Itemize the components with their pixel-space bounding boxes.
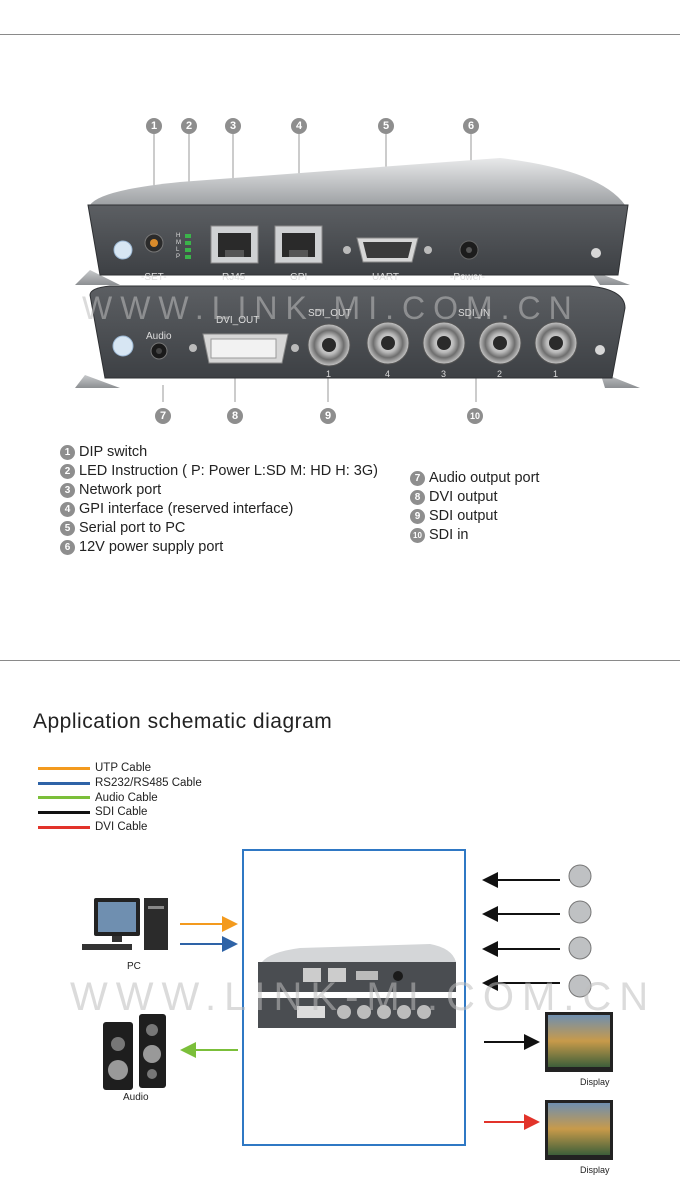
cable-legend-item: SDI Cable: [38, 805, 202, 820]
cable-legend-item: DVI Cable: [38, 820, 202, 835]
led-label-h: H: [176, 233, 181, 239]
legend-text: GPI interface (reserved interface): [79, 501, 294, 517]
callout-9: 9: [320, 408, 336, 424]
legend-item: 5 Serial port to PC: [60, 519, 378, 538]
callout-8: 8: [227, 408, 243, 424]
cable-swatch-audio: [38, 796, 90, 800]
set-label: -SET-: [141, 272, 167, 283]
sdi-in-port-1-number: 1: [553, 369, 559, 379]
legend-text: LED Instruction ( P: Power L:SD M: HD H:…: [79, 463, 378, 479]
audio-speakers-image: [103, 1014, 166, 1090]
display-image-1: [545, 1012, 613, 1072]
callout-10: 10: [467, 408, 483, 424]
callout-1: 1: [146, 118, 162, 134]
callout-6: 6: [463, 118, 479, 134]
legend-right: 7 Audio output port 8 DVI output 9 SDI outp…: [410, 469, 539, 545]
cable-legend-item: UTP Cable: [38, 761, 202, 776]
led-label-l: L: [176, 247, 180, 253]
legend-item: 9 SDI output: [410, 507, 539, 526]
legend-number: 5: [60, 521, 75, 536]
sdi-in-port-2-number: 2: [497, 369, 503, 379]
sdi-out-port-number: 1: [326, 369, 332, 379]
cable-legend-item: Audio Cable: [38, 791, 202, 806]
top-divider: [0, 34, 680, 35]
legend-left: 1 DIP switch 2 LED Instruction ( P: Power …: [60, 443, 378, 557]
legend-item: 6 12V power supply port: [60, 538, 378, 557]
callout-5: 5: [378, 118, 394, 134]
audio-port-label: Audio: [146, 331, 172, 342]
legend-number: 2: [60, 464, 75, 479]
cable-swatch-sdi: [38, 811, 90, 815]
pc-image: [82, 898, 168, 950]
legend-text: SDI output: [429, 508, 498, 524]
cable-swatch-dvi: [38, 826, 90, 830]
pc-label: PC: [127, 961, 141, 972]
legend-text: Audio output port: [429, 470, 540, 486]
central-device-image: [258, 944, 456, 1028]
callout-3: 3: [225, 118, 241, 134]
legend-item: 1 DIP switch: [60, 443, 378, 462]
display-image-2: [545, 1100, 613, 1160]
legend-text: DIP switch: [79, 444, 148, 460]
dvi-out-label: DVI_OUT: [216, 315, 260, 326]
schematic-diagram: [82, 849, 613, 1160]
legend-item: 3 Network port: [60, 481, 378, 500]
led-label-m: M: [176, 240, 181, 246]
power-label: -Power-: [450, 272, 486, 283]
legend-number: 7: [410, 471, 425, 486]
legend-number: 10: [410, 528, 425, 543]
camera-images: [568, 864, 592, 998]
middle-divider: [0, 660, 680, 661]
schematic-watermark: WWW.LINK-MI.COM.CN: [70, 975, 657, 1019]
sdi-out-label: SDI_OUT: [308, 308, 352, 319]
legend-text: Network port: [79, 482, 162, 498]
callout-4: 4: [291, 118, 307, 134]
legend-item: 8 DVI output: [410, 488, 539, 507]
led-label-p: P: [176, 254, 181, 260]
schematic-title: Application schematic diagram: [33, 710, 333, 733]
device-panel-illustration: [75, 134, 640, 402]
legend-item: 7 Audio output port: [410, 469, 539, 488]
sdi-in-port-4-number: 4: [385, 369, 391, 379]
cable-label: RS232/RS485 Cable: [95, 776, 202, 789]
legend-number: 4: [60, 502, 75, 517]
panel-watermark: WWW.LINK-MI.COM.CN: [82, 290, 580, 326]
central-device-box: [242, 849, 466, 1146]
cable-legend-item: RS232/RS485 Cable: [38, 776, 202, 791]
legend-text: SDI in: [429, 527, 469, 543]
cable-label: Audio Cable: [95, 791, 158, 804]
legend-text: Serial port to PC: [79, 520, 186, 536]
legend-text: DVI output: [429, 489, 498, 505]
gpi-label: GPI: [290, 272, 308, 283]
legend-item: 10 SDI in: [410, 526, 539, 545]
sdi-in-port-3-number: 3: [441, 369, 447, 379]
legend-number: 1: [60, 445, 75, 460]
callout-2: 2: [181, 118, 197, 134]
legend-number: 9: [410, 509, 425, 524]
uart-label: UART: [372, 272, 400, 283]
device-top-unit: [75, 158, 630, 285]
legend-text: 12V power supply port: [79, 539, 224, 555]
display-label-2: Display: [580, 1165, 610, 1175]
legend-number: 3: [60, 483, 75, 498]
cable-label: DVI Cable: [95, 821, 148, 834]
legend-number: 8: [410, 490, 425, 505]
audio-label: Audio: [123, 1092, 149, 1103]
device-bottom-unit: [75, 285, 640, 388]
callout-7: 7: [155, 408, 171, 424]
legend-item: 2 LED Instruction ( P: Power L:SD M: HD H…: [60, 462, 378, 481]
cable-swatch-utp: [38, 766, 90, 770]
cable-label: SDI Cable: [95, 806, 148, 819]
sdi-in-label: SDI_IN: [458, 308, 491, 319]
legend-item: 4 GPI interface (reserved interface): [60, 500, 378, 519]
rj45-label: RJ45: [222, 272, 246, 283]
cable-swatch-rs232: [38, 781, 90, 785]
cable-legend: UTP Cable RS232/RS485 Cable Audio Cable …: [38, 761, 202, 835]
legend-number: 6: [60, 540, 75, 555]
display-label-1: Display: [580, 1077, 610, 1087]
cable-label: UTP Cable: [95, 762, 152, 774]
